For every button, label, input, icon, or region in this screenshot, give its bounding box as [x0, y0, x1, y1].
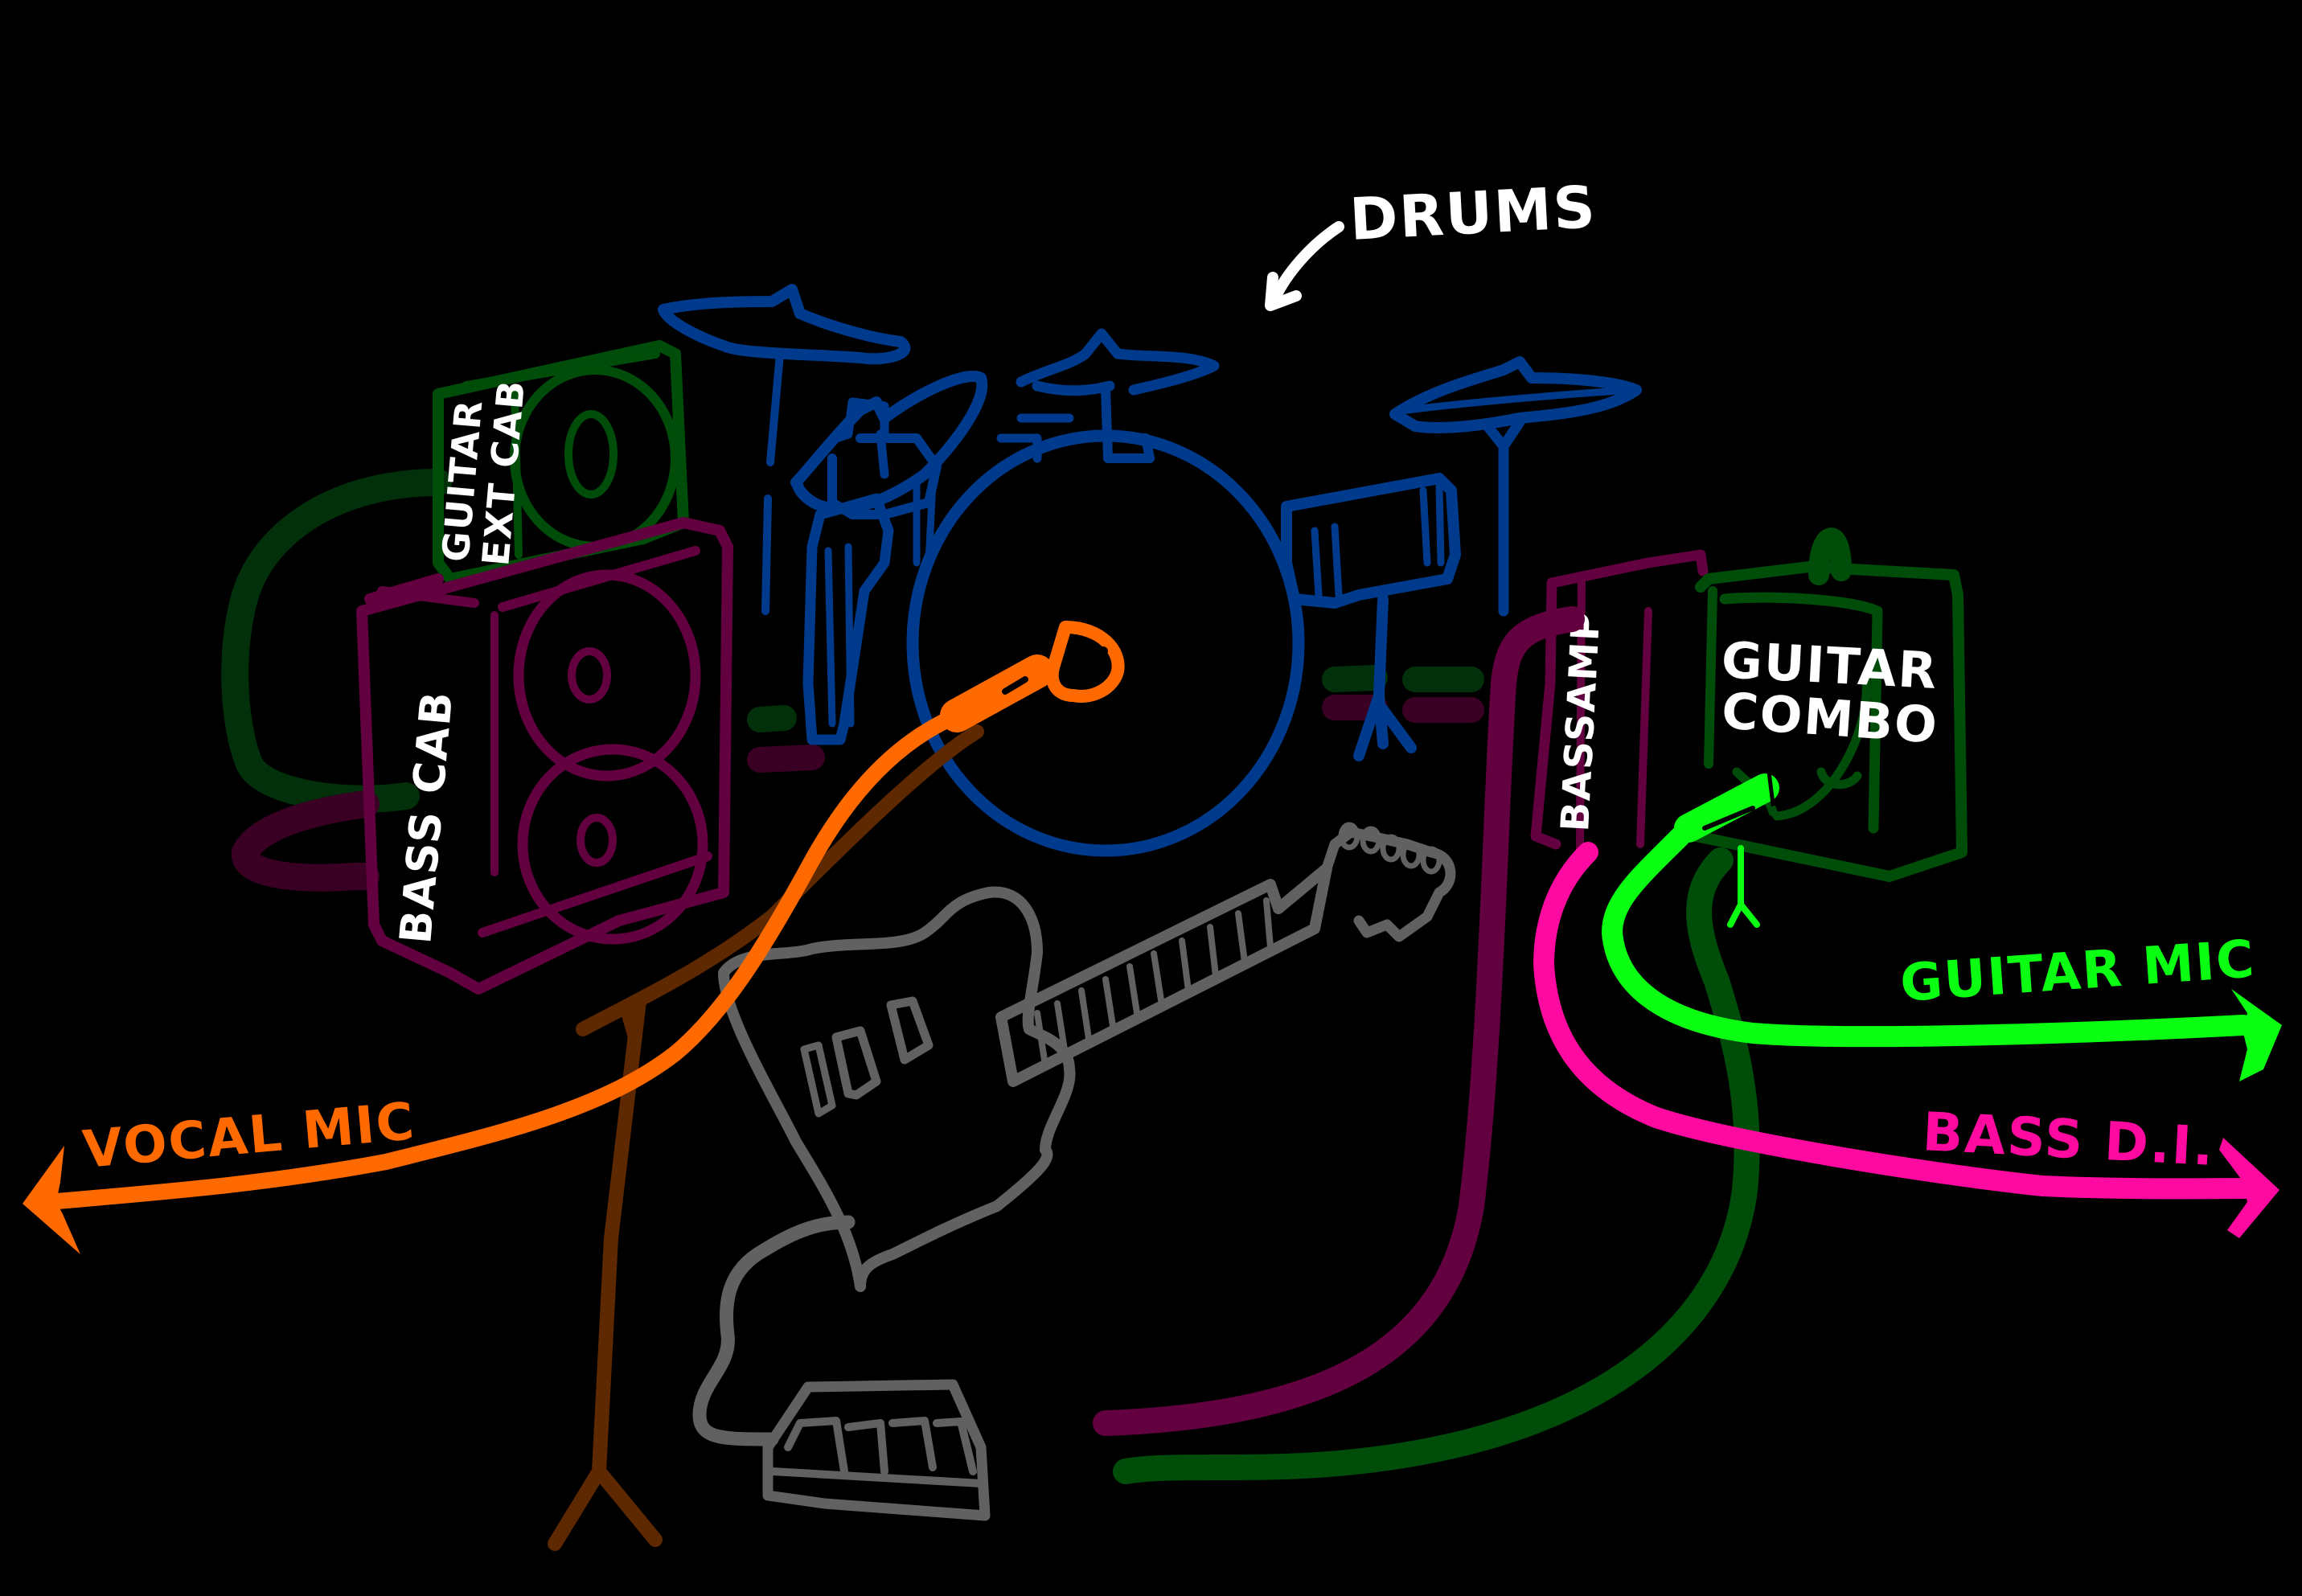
- bass-di: [1533, 842, 2279, 1238]
- cable-vocal-mic: [40, 708, 965, 1210]
- cable-ext-cab-to-bass-cab: [221, 469, 452, 813]
- sketch-detail: [1079, 671, 1089, 680]
- guitar-cable-ext-cab-loop: [221, 469, 452, 813]
- cable-guitar-mic: [1602, 826, 2254, 1048]
- sketch-stroke: [762, 1379, 991, 1521]
- bass-cab: BASS CAB: [356, 517, 733, 995]
- cable-stub: [747, 745, 825, 773]
- sketch-stroke: [1016, 328, 1220, 396]
- speaker-cone: [517, 744, 708, 945]
- sketch-stroke: [1727, 845, 1760, 928]
- sketch-stroke: [1719, 592, 1883, 834]
- guitar-mic: [1602, 769, 2282, 1081]
- bass-amp: BASSAMP: [1530, 549, 1709, 856]
- speaker-cone: [513, 569, 701, 782]
- sketch-stroke: [1380, 834, 1402, 863]
- label-guitar-combo-line1: GUITAR: [1720, 630, 1939, 700]
- sketch-stroke: [718, 886, 1076, 1292]
- sketch-stroke: [827, 433, 942, 519]
- guitar-mic-arrowhead-icon: [2231, 989, 2282, 1081]
- guitar-frets: [1034, 897, 1274, 1069]
- sketch-stroke: [377, 586, 479, 608]
- sketch-stroke: [658, 284, 911, 365]
- cable-stub: [1322, 665, 1388, 692]
- drum-kit: [658, 284, 1642, 857]
- sketch-detail: [1098, 646, 1108, 656]
- sketch-stroke: [768, 1467, 985, 1487]
- pedalboard: [762, 1379, 991, 1521]
- sketch-stroke: [1002, 676, 1028, 695]
- vocal-mic: [40, 621, 1125, 1210]
- cable-stub: [747, 705, 797, 732]
- drums-callout: DRUMS: [1265, 173, 1598, 311]
- drums-arrowhead-icon: [1265, 272, 1302, 311]
- sketch-stroke: [462, 349, 660, 391]
- sketch-stroke: [995, 863, 1332, 1087]
- guitar-ext-cab: GUITAR EXT CAB: [433, 340, 689, 585]
- sketch-stroke: [1691, 561, 1968, 882]
- sketch-detail: [1767, 769, 1802, 807]
- sketch-stroke: [802, 493, 894, 745]
- sketch-stroke: [1816, 767, 1862, 790]
- speaker-dustcap: [568, 647, 611, 704]
- sketch-stroke: [1403, 386, 1636, 414]
- label-drums: DRUMS: [1348, 173, 1598, 253]
- label-guitar-mic: GUITAR MIC: [1898, 929, 2258, 1014]
- sketch-stroke: [761, 350, 784, 615]
- sketch-stroke: [548, 994, 663, 1551]
- cable-bass-di: [1533, 842, 2262, 1200]
- cable-guitar-to-pedalboard: [692, 1215, 856, 1446]
- sketch-stroke: [1338, 822, 1360, 851]
- cable-stubs-behind-drums: [747, 665, 1484, 773]
- sketch-stroke: [1311, 523, 1343, 599]
- sketch-stroke: [800, 1041, 836, 1118]
- sketch-stroke: [478, 851, 712, 937]
- sketch-detail: [1098, 663, 1108, 672]
- label-bass-di: BASS D.I.: [1921, 1101, 2216, 1178]
- electric-guitar: [692, 822, 1456, 1446]
- sketch-stroke: [1808, 527, 1852, 585]
- speaker-dustcap: [564, 410, 618, 498]
- cable-combo-to-pedalboard: [1113, 847, 1760, 1484]
- guitar-tuners: [1338, 822, 1442, 875]
- cable-bass-amp-to-pedalboard: [1093, 606, 1585, 1436]
- label-bass-cab: BASS CAB: [390, 688, 462, 946]
- sketch-stroke: [1419, 482, 1445, 567]
- bass-cable-cab-loop: [231, 790, 380, 892]
- sketch-stroke: [1482, 416, 1525, 617]
- speaker-dustcap: [577, 814, 617, 867]
- sketch-stroke: [831, 1026, 881, 1100]
- vocal-mic-arrowhead-icon: [23, 1146, 80, 1254]
- sketch-stroke: [784, 1417, 977, 1475]
- sketch-stroke: [1360, 826, 1382, 855]
- vocal-mic-grille: [1045, 621, 1125, 703]
- sketch-stroke: [886, 996, 934, 1065]
- drums-arrow-icon: [1269, 221, 1344, 305]
- sketch-stroke: [1353, 593, 1417, 761]
- sketch-detail: [1079, 654, 1089, 664]
- bass-di-arrowhead-icon: [2219, 1138, 2279, 1238]
- sketch-stroke: [824, 543, 855, 728]
- sketch-stroke: [1702, 806, 1755, 831]
- cable-bass-cab-loop: [231, 790, 380, 892]
- speaker-cone: [510, 365, 680, 552]
- sketch-stroke: [1704, 586, 1717, 769]
- sketch-stroke: [1389, 356, 1642, 433]
- guitar-pickups: [800, 996, 934, 1118]
- guitar-combo: GUITAR COMBO: [1691, 527, 1968, 882]
- sketch-stroke: [1034, 897, 1274, 1069]
- guitar-mic-body: [1674, 773, 1779, 843]
- bass-drum-shell: [906, 429, 1305, 857]
- sketch-stroke: [1281, 473, 1461, 609]
- label-bass-amp: BASSAMP: [1553, 609, 1609, 832]
- sketch-stroke: [1400, 840, 1422, 869]
- sketch-stroke: [1101, 385, 1155, 463]
- sketch-stroke: [1420, 846, 1442, 875]
